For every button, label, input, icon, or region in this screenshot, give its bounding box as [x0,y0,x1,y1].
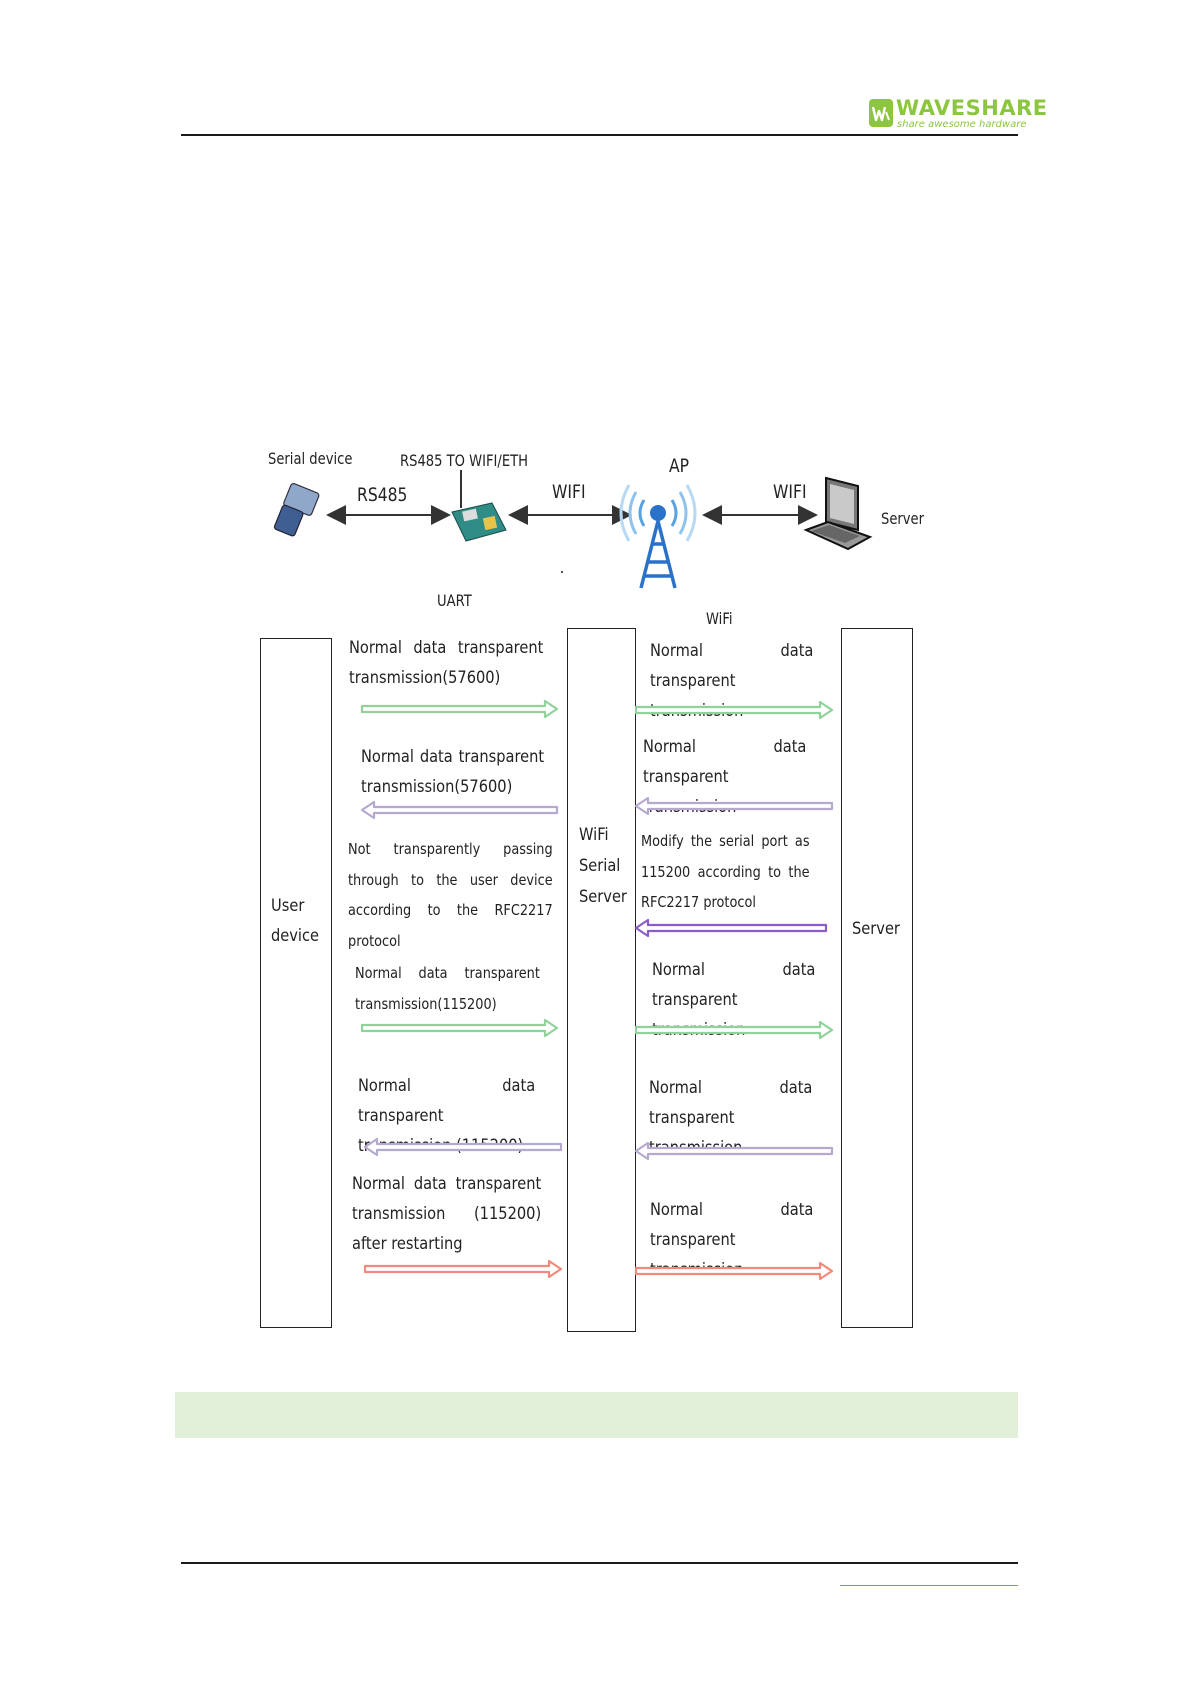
waveshare-logo-icon [869,99,893,127]
wifi-left-label: WIFI [552,481,586,503]
left-msg-6: Normal data transparent transmission (11… [352,1174,542,1254]
arrow-left-4 [360,1018,559,1038]
module-label: RS485 TO WIFI/ETH [400,451,529,470]
server-column [841,628,913,1328]
wifi-serial-server-column [567,628,636,1332]
uart-label: UART [437,591,472,610]
wifi-right-label: WIFI [773,481,807,503]
arrow-right-3 [634,918,828,938]
wifi-label: WiFi [706,609,733,628]
logo-name: WAVESHARE [896,96,1048,120]
rs485-label: RS485 [357,484,408,506]
arrow-right-2 [634,796,834,816]
arrow-right-4 [634,1020,834,1040]
right-msg-1: Normal data transparent transmission [650,641,814,721]
ap-label: AP [669,455,690,477]
arrow-right-1 [634,700,834,720]
user-device-column [260,638,332,1328]
serial-device-label: Serial device [268,449,353,468]
server-column-label: Server [852,919,900,939]
header-rule [181,134,1018,136]
rs485-module-icon [451,470,507,542]
network-diagram-graphics [273,470,873,589]
right-msg-3: Modify the serial port as 115200 accordi… [641,832,810,911]
arrow-right-5 [634,1141,834,1161]
user-device-label: User device [271,896,320,946]
highlight-band [175,1392,1018,1438]
arrow-right-6 [634,1261,834,1281]
handheld-device-icon [273,483,320,537]
footer-rule [181,1562,1018,1564]
laptop-server-icon [803,476,873,551]
arrow-left-5 [363,1137,563,1157]
footer-link-rule [840,1585,1018,1586]
arrow-left-2 [360,800,559,820]
left-msg-1: Normal data transparent transmission(576… [349,638,544,688]
left-msg-4: Normal data transparent transmission(115… [355,964,540,1013]
wifi-serial-server-label: WiFi Serial Server [579,825,627,907]
ap-tower-icon [619,484,697,589]
left-msg-2: Normal data transparent transmission(576… [361,747,545,797]
left-msg-3: Not transparently passing through to the… [348,840,553,950]
server-label: Server [881,509,925,528]
logo-tagline: share awesome hardware [897,119,1027,130]
arrow-left-1 [360,699,559,719]
arrow-left-6 [363,1259,563,1279]
